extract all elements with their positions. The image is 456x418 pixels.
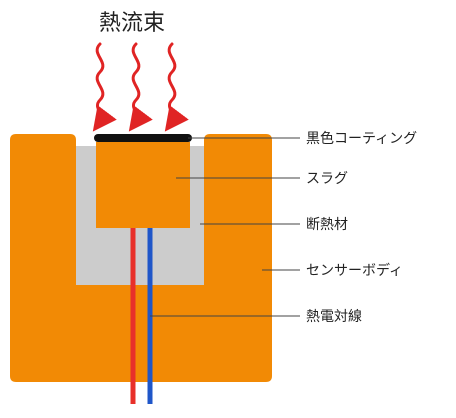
label-black-coating: 黒色コーティング — [306, 130, 417, 147]
slug — [96, 142, 190, 228]
black-coating — [94, 134, 192, 142]
heat-flux-arrow-1 — [92, 42, 117, 132]
label-insulation: 断熱材 — [306, 217, 348, 233]
label-thermocouple: 熱電対線 — [306, 309, 362, 325]
label-slug: スラグ — [306, 171, 348, 187]
sensor-body — [10, 134, 272, 382]
label-sensor-body: センサーボディ — [306, 262, 403, 279]
heat-flux-arrow-2 — [128, 42, 153, 132]
heat-flux-arrows — [92, 42, 189, 132]
leader-lines — [150, 137, 300, 317]
diagram-title: 熱流束 — [99, 11, 165, 36]
heat-flux-arrow-3 — [164, 42, 189, 132]
